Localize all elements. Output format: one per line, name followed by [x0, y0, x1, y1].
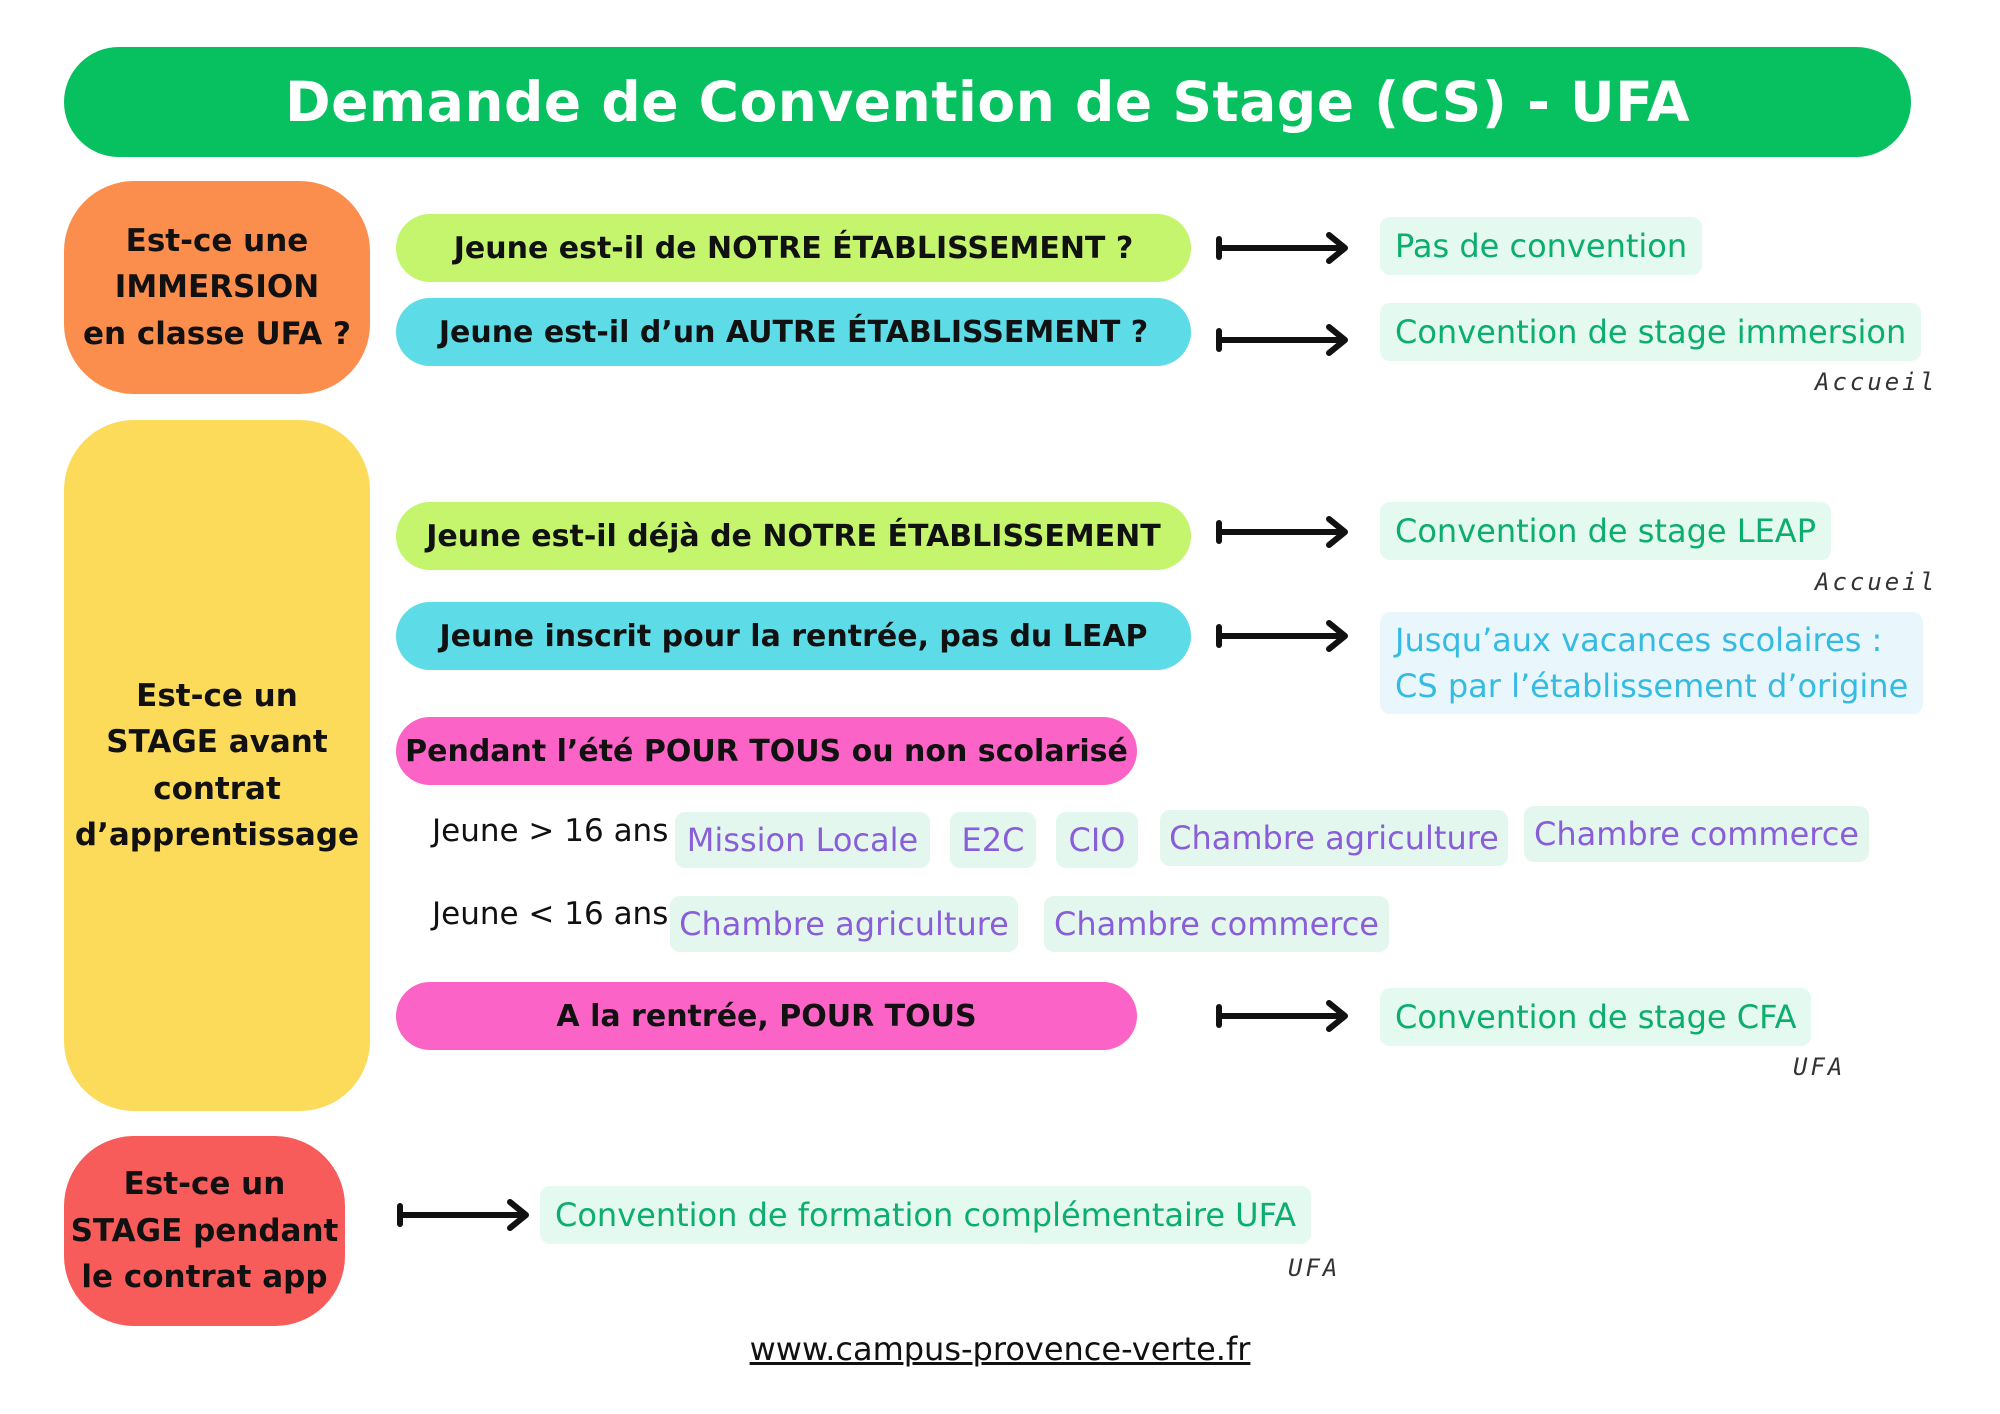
- result-cs-etablissement-origine: Jusqu’aux vacances scolaires : CS par l’…: [1380, 612, 1924, 714]
- page-title: Demande de Convention de Stage (CS) - UF…: [284, 70, 1691, 134]
- stage-avant-question-box: Est-ce un STAGE avant contrat d’apprenti…: [64, 420, 370, 1111]
- age-over-16-label: Jeune > 16 ans: [432, 813, 669, 849]
- note-ufa: UFA: [1793, 1053, 1846, 1081]
- title-banner: Demande de Convention de Stage (CS) - UF…: [64, 47, 1911, 157]
- org-chambre-commerce: Chambre commerce: [1524, 806, 1869, 862]
- immersion-case-autre-etablissement: Jeune est-il d’un AUTRE ÉTABLISSEMENT ?: [396, 298, 1191, 366]
- arrow-icon: [1215, 1000, 1351, 1032]
- org-cio: CIO: [1056, 812, 1138, 868]
- note-ufa: UFA: [1288, 1254, 1341, 1282]
- stage-case-rentree-pour-tous: A la rentrée, POUR TOUS: [396, 982, 1137, 1050]
- arrow-icon: [1215, 232, 1351, 264]
- result-convention-formation-complementaire: Convention de formation complémentaire U…: [540, 1186, 1311, 1244]
- org-chambre-agriculture: Chambre agriculture: [1160, 810, 1508, 866]
- arrow-icon: [396, 1199, 532, 1231]
- arrow-icon: [1215, 324, 1351, 356]
- stage-case-inscrit-rentree: Jeune inscrit pour la rentrée, pas du LE…: [396, 602, 1191, 670]
- age-under-16-label: Jeune < 16 ans: [432, 896, 669, 932]
- result-convention-cfa: Convention de stage CFA: [1380, 988, 1812, 1046]
- stage-pendant-question-box: Est-ce un STAGE pendant le contrat app: [64, 1136, 345, 1326]
- stage-avant-question-text: Est-ce un STAGE avant contrat d’apprenti…: [74, 677, 360, 854]
- immersion-question-text: Est-ce une IMMERSION en classe UFA ?: [82, 222, 352, 352]
- arrow-icon: [1215, 516, 1351, 548]
- org-mission-locale: Mission Locale: [675, 812, 930, 868]
- stage-case-pendant-ete: Pendant l’été POUR TOUS ou non scolarisé: [396, 717, 1137, 785]
- stage-case-deja-etablissement: Jeune est-il déjà de NOTRE ÉTABLISSEMENT: [396, 502, 1191, 570]
- stage-pendant-question-text: Est-ce un STAGE pendant le contrat app: [70, 1166, 339, 1296]
- arrow-icon: [1215, 620, 1351, 652]
- note-accueil: Accueil: [1815, 568, 1938, 596]
- org-e2c: E2C: [950, 812, 1036, 868]
- website-link[interactable]: www.campus-provence-verte.fr: [749, 1330, 1251, 1368]
- result-convention-immersion: Convention de stage immersion: [1380, 303, 1922, 361]
- immersion-question-box: Est-ce une IMMERSION en classe UFA ?: [64, 181, 370, 394]
- result-convention-leap: Convention de stage LEAP: [1380, 502, 1831, 560]
- immersion-case-notre-etablissement: Jeune est-il de NOTRE ÉTABLISSEMENT ?: [396, 214, 1191, 282]
- note-accueil: Accueil: [1815, 368, 1938, 396]
- org-chambre-agriculture: Chambre agriculture: [670, 896, 1018, 952]
- org-chambre-commerce: Chambre commerce: [1044, 896, 1389, 952]
- result-pas-de-convention: Pas de convention: [1380, 217, 1703, 275]
